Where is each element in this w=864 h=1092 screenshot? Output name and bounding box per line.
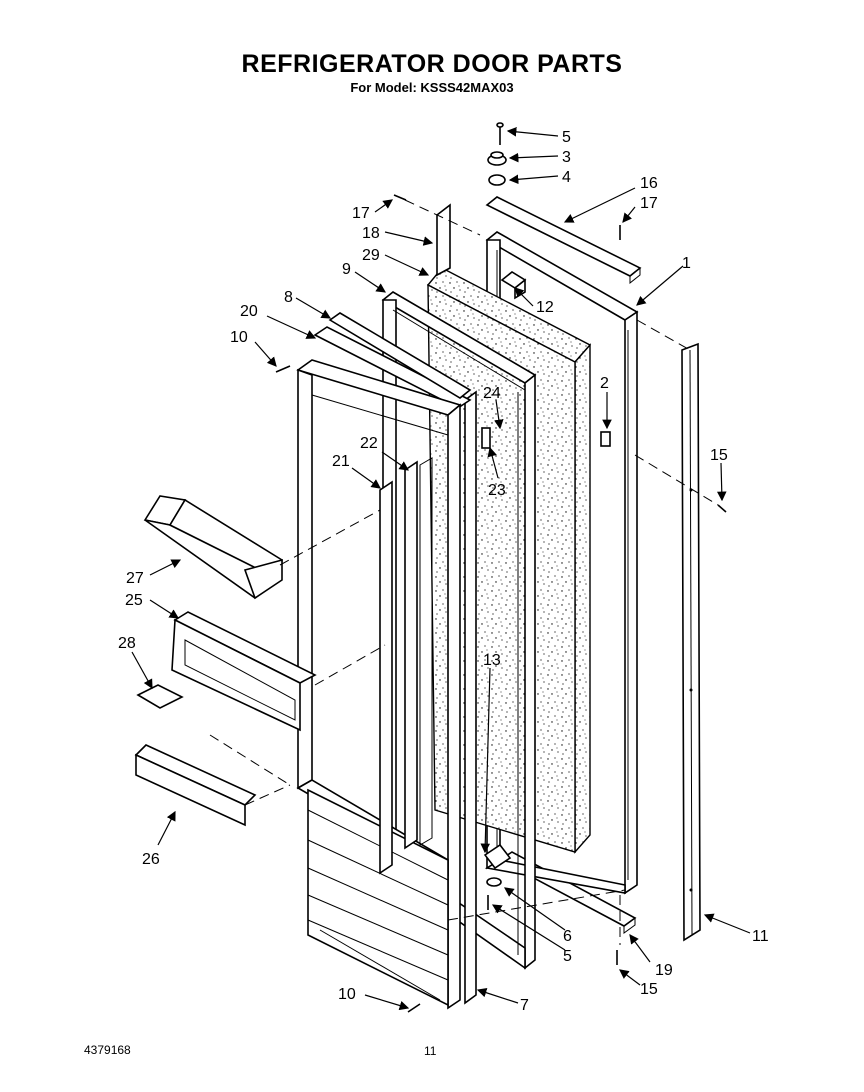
part-25-door-shelf (171, 611, 317, 732)
callout-labels: 5 3 4 16 17 17 18 29 9 1 8 20 12 10 2 24… (118, 129, 769, 1014)
callout-15-right: 15 (710, 447, 728, 464)
part-13-bottom-hinge (483, 843, 512, 887)
callout-7: 7 (520, 997, 529, 1014)
part-27-door-bin (143, 495, 283, 600)
callout-27: 27 (126, 570, 144, 587)
part-3-hinge (487, 151, 507, 166)
callout-3: 3 (562, 149, 571, 166)
leader-lines (131, 127, 751, 1011)
document-number: 4379168 (84, 1043, 131, 1057)
callout-26: 26 (142, 851, 160, 868)
screw-17-left (393, 194, 407, 201)
callout-16: 16 (640, 175, 658, 192)
part-16-top-bracket (485, 196, 642, 285)
model-subtitle: For Model: KSSS42MAX03 (350, 80, 514, 95)
screw-10-lower (407, 1003, 421, 1013)
callout-9: 9 (342, 261, 351, 278)
callout-17-right: 17 (640, 195, 658, 212)
callout-25: 25 (125, 592, 143, 609)
callout-21: 21 (332, 453, 350, 470)
callout-4: 4 (562, 169, 571, 186)
callout-2: 2 (600, 375, 609, 392)
callout-5-top: 5 (562, 129, 571, 146)
assembly-lines (209, 199, 719, 945)
callout-24: 24 (483, 385, 501, 402)
callout-1: 1 (682, 255, 691, 272)
part-7-long-strip (464, 390, 477, 1005)
callout-12: 12 (536, 299, 554, 316)
callout-10-upper: 10 (230, 329, 248, 346)
part-20-top-trim (313, 326, 472, 409)
part-2-hinge-bracket (600, 431, 611, 447)
callout-18: 18 (362, 225, 380, 242)
part-26-bottom-trim (134, 744, 257, 827)
callout-20: 20 (240, 303, 258, 320)
callout-29: 29 (362, 247, 380, 264)
callout-11: 11 (752, 928, 769, 945)
screw-15-right (717, 504, 727, 513)
screw-10-upper (275, 365, 291, 373)
callout-5-bottom: 5 (563, 948, 572, 965)
callout-13: 13 (483, 652, 501, 669)
part-11-side-rail (681, 342, 701, 942)
callout-15-bottom: 15 (640, 981, 658, 998)
callout-22: 22 (360, 435, 378, 452)
callout-6: 6 (563, 928, 572, 945)
inner-door-liner (296, 359, 462, 1010)
callout-17-left: 17 (352, 205, 370, 222)
part-22-rail (404, 457, 433, 850)
callout-10-lower: 10 (338, 986, 356, 1003)
part-23-clip (481, 427, 491, 449)
callout-8: 8 (284, 289, 293, 306)
part-8-top-gasket (328, 312, 472, 399)
part-5-screw-top (496, 122, 504, 145)
callout-23: 23 (488, 482, 506, 499)
callout-28: 28 (118, 635, 136, 652)
callout-19: 19 (655, 962, 673, 979)
part-21-rail (379, 480, 393, 875)
page-title: REFRIGERATOR DOOR PARTS (241, 50, 623, 78)
page-number: 11 (424, 1044, 437, 1058)
part-18-strip (436, 203, 451, 277)
part-28-pad (136, 684, 184, 709)
part-4-hinge-washer (488, 174, 506, 186)
